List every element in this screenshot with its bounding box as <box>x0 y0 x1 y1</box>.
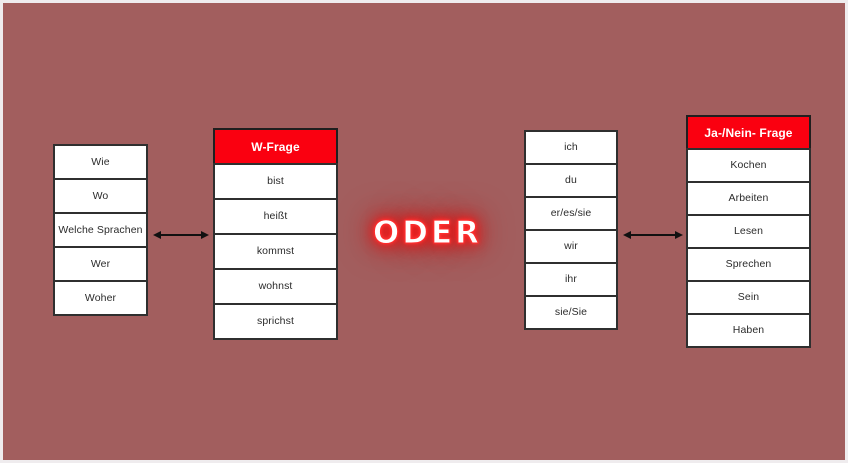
conjunction-oder-text: ODER <box>372 215 483 252</box>
list-item[interactable]: Wer <box>53 246 148 282</box>
list-item[interactable]: Wo <box>53 178 148 214</box>
list-item[interactable]: heißt <box>213 198 338 235</box>
list-item[interactable]: wir <box>524 229 618 264</box>
double-arrow-icon-left <box>153 228 209 242</box>
list-item[interactable]: Haben <box>686 313 811 348</box>
list-item[interactable]: er/es/sie <box>524 196 618 231</box>
list-item[interactable]: Wie <box>53 144 148 180</box>
list-item[interactable]: sprichst <box>213 303 338 340</box>
column-header-w-frage: W-Frage <box>213 128 338 165</box>
column-w-frage: W-Frage bist heißt kommst wohnst sprichs… <box>213 128 338 340</box>
list-item[interactable]: du <box>524 163 618 198</box>
list-item[interactable]: Sein <box>686 280 811 315</box>
list-item[interactable]: Kochen <box>686 148 811 183</box>
list-item[interactable]: wohnst <box>213 268 338 305</box>
list-item[interactable]: bist <box>213 163 338 200</box>
column-pronouns: ich du er/es/sie wir ihr sie/Sie <box>524 130 618 330</box>
column-ja-nein-frage: Ja-/Nein- Frage Kochen Arbeiten Lesen Sp… <box>686 115 811 348</box>
list-item[interactable]: sie/Sie <box>524 295 618 330</box>
column-header-ja-nein-frage: Ja-/Nein- Frage <box>686 115 811 150</box>
list-item[interactable]: Welche Sprachen <box>53 212 148 248</box>
list-item[interactable]: Lesen <box>686 214 811 249</box>
list-item[interactable]: Arbeiten <box>686 181 811 216</box>
double-arrow-icon-right <box>623 228 683 242</box>
list-item[interactable]: ich <box>524 130 618 165</box>
conjunction-oder: ODER <box>355 209 500 257</box>
list-item[interactable]: kommst <box>213 233 338 270</box>
list-item[interactable]: Sprechen <box>686 247 811 282</box>
column-question-words: Wie Wo Welche Sprachen Wer Woher <box>53 144 148 316</box>
list-item[interactable]: ihr <box>524 262 618 297</box>
list-item[interactable]: Woher <box>53 280 148 316</box>
